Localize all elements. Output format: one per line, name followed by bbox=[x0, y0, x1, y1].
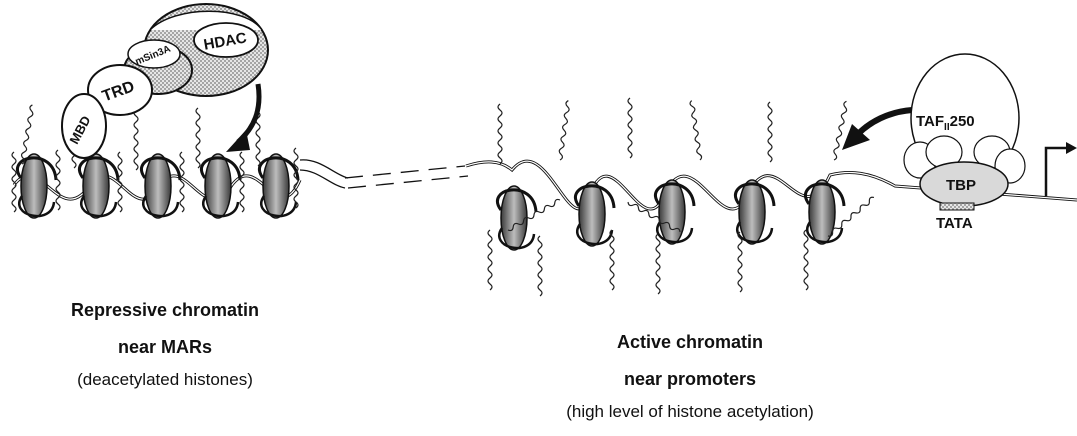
tbp-label: TBP bbox=[946, 177, 976, 194]
repressive-chromatin-fiber bbox=[12, 105, 300, 218]
nucleosome bbox=[805, 180, 844, 244]
nucleosome bbox=[655, 180, 694, 244]
repressor-complex: HDAC mSin3A TRD MBD bbox=[62, 4, 268, 158]
active-subtitle: near promoters bbox=[515, 369, 865, 390]
tata-box bbox=[940, 203, 974, 210]
active-title: Active chromatin bbox=[515, 332, 865, 353]
nucleosome bbox=[735, 180, 774, 244]
nucleosome bbox=[141, 154, 180, 218]
curved-arrow-icon bbox=[226, 84, 259, 152]
repressive-subtitle: near MARs bbox=[20, 337, 310, 358]
repressive-caption: Repressive chromatin near MARs (deacetyl… bbox=[20, 300, 310, 390]
tata-label: TATA bbox=[936, 215, 973, 232]
nucleosome bbox=[259, 154, 298, 218]
repressive-note: (deacetylated histones) bbox=[20, 370, 310, 390]
transcription-start-arrow-icon bbox=[1046, 142, 1077, 196]
nucleosome bbox=[79, 154, 118, 218]
tfiid-complex: TAFII250 TBP TATA bbox=[904, 54, 1025, 232]
linker-dna bbox=[300, 160, 468, 188]
repressive-title: Repressive chromatin bbox=[20, 300, 310, 321]
active-caption: Active chromatin near promoters (high le… bbox=[515, 332, 865, 422]
active-note: (high level of histone acetylation) bbox=[515, 402, 865, 422]
nucleosome bbox=[201, 154, 240, 218]
nucleosome bbox=[575, 182, 614, 246]
curved-arrow-icon bbox=[842, 110, 912, 150]
